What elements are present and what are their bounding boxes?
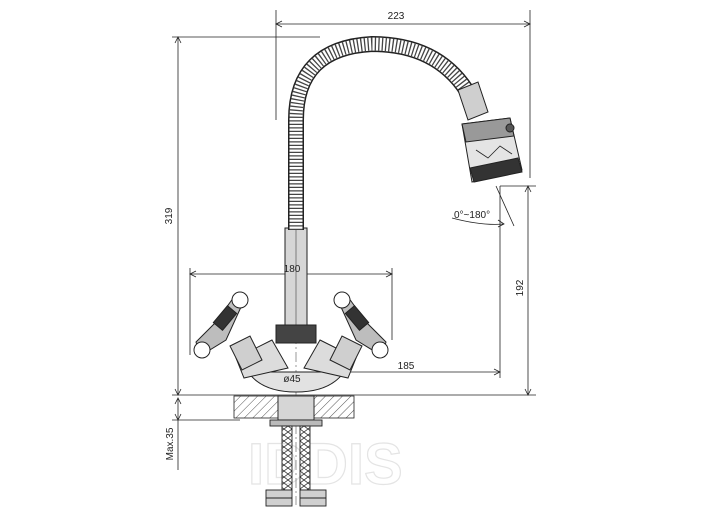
dim-handle-span-180: 180: [284, 264, 301, 275]
right-handle: [333, 291, 389, 359]
left-handle: [193, 291, 249, 359]
dim-base-diameter: ø45: [283, 374, 301, 385]
faucet-body: [229, 227, 363, 393]
mounting-hardware: [265, 395, 327, 507]
dim-max-thickness: Max.35: [165, 427, 176, 460]
dim-spout-height-192: 192: [515, 279, 526, 296]
dim-height-319: 319: [164, 207, 175, 224]
flexible-spout: [288, 35, 477, 230]
spray-head: [457, 81, 523, 183]
dim-width-223: 223: [388, 11, 405, 22]
dim-reach-185: 185: [398, 361, 415, 372]
watermark-logo: IDDIS: [248, 432, 403, 497]
dim-rotation: 0°~180°: [454, 210, 490, 221]
